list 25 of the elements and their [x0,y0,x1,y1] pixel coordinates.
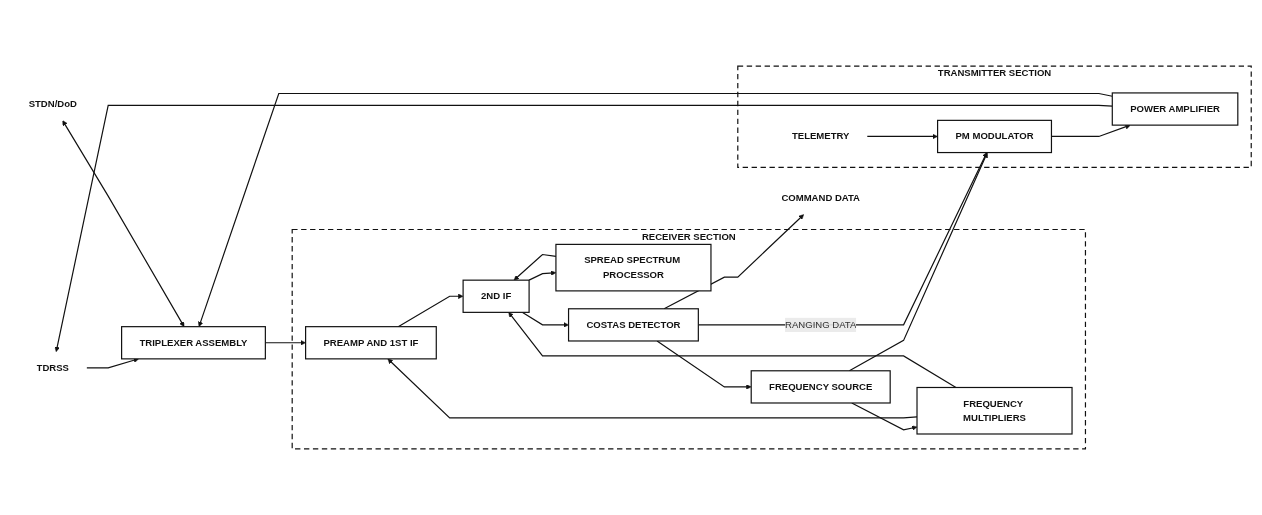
node-box: POWER AMPLIFIER [1111,92,1239,126]
node-box: SPREAD SPECTRUM PROCESSOR [555,243,712,292]
node-text: COMMAND DATA [781,193,860,204]
arrow [663,214,804,310]
edge-label: RANGING DATA [785,319,857,330]
node-box: TRIPLEXER ASSEMBLY [121,326,266,360]
node-text: STDN/DoD [28,98,77,110]
node-text: TELEMETRY [791,131,850,142]
arrow [86,357,139,369]
node-box: PREAMP AND 1ST IF [305,326,437,360]
node-box: FREQUENCY MULTIPLIERS [916,386,1073,435]
arrow [397,293,464,328]
arrow [508,312,957,389]
node-box: COSTAS DETECTOR [567,308,699,342]
node-box: 2ND IF [462,279,530,313]
arrow [866,133,938,140]
arrow [54,104,1113,352]
arrow [62,120,185,327]
arrow [387,358,918,419]
node-box: PM MODULATOR [937,119,1053,154]
node-box: FREQUENCY SOURCE [750,370,891,404]
node-text: TDRSS [36,362,69,373]
arrow [851,402,918,431]
arrow [656,340,752,390]
arrow [521,311,569,328]
